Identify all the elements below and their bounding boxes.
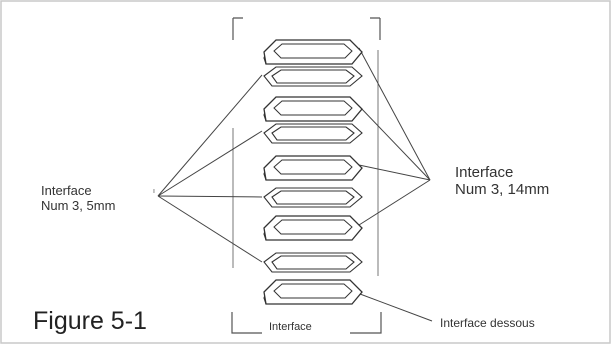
thin-ring <box>263 123 363 144</box>
right-label-line-1: Interface <box>455 164 514 181</box>
thick-ring <box>263 96 363 122</box>
bottom-interface-label: Interface <box>269 321 312 333</box>
thin-ring <box>263 66 363 87</box>
bottom-leader-line <box>351 290 433 322</box>
thin-ring <box>263 187 363 208</box>
left-leader-tick: ı <box>153 188 155 195</box>
thick-ring <box>263 215 363 241</box>
right-interface-label: Interface Num 3, 14mm <box>455 164 549 199</box>
bottom-thick-ring <box>263 279 363 305</box>
thin-ring <box>263 252 363 273</box>
left-leader-lines <box>157 74 263 263</box>
right-label-line-2: Num 3, 14mm <box>455 181 550 199</box>
thick-ring <box>263 39 363 65</box>
left-interface-label: Interface Num 3, 5mm <box>41 183 116 214</box>
left-label-line-1: Interface <box>41 183 92 198</box>
bottom-bracket <box>231 312 382 334</box>
ring-stack <box>263 39 363 305</box>
figure-caption: Figure 5-1 <box>33 307 147 335</box>
left-label-line-2: Num 3, 5mm <box>41 197 116 213</box>
top-bracket <box>232 17 381 40</box>
thick-ring <box>263 155 363 181</box>
interface-dessous-label: Interface dessous <box>440 316 535 330</box>
right-leader-lines <box>358 47 431 226</box>
